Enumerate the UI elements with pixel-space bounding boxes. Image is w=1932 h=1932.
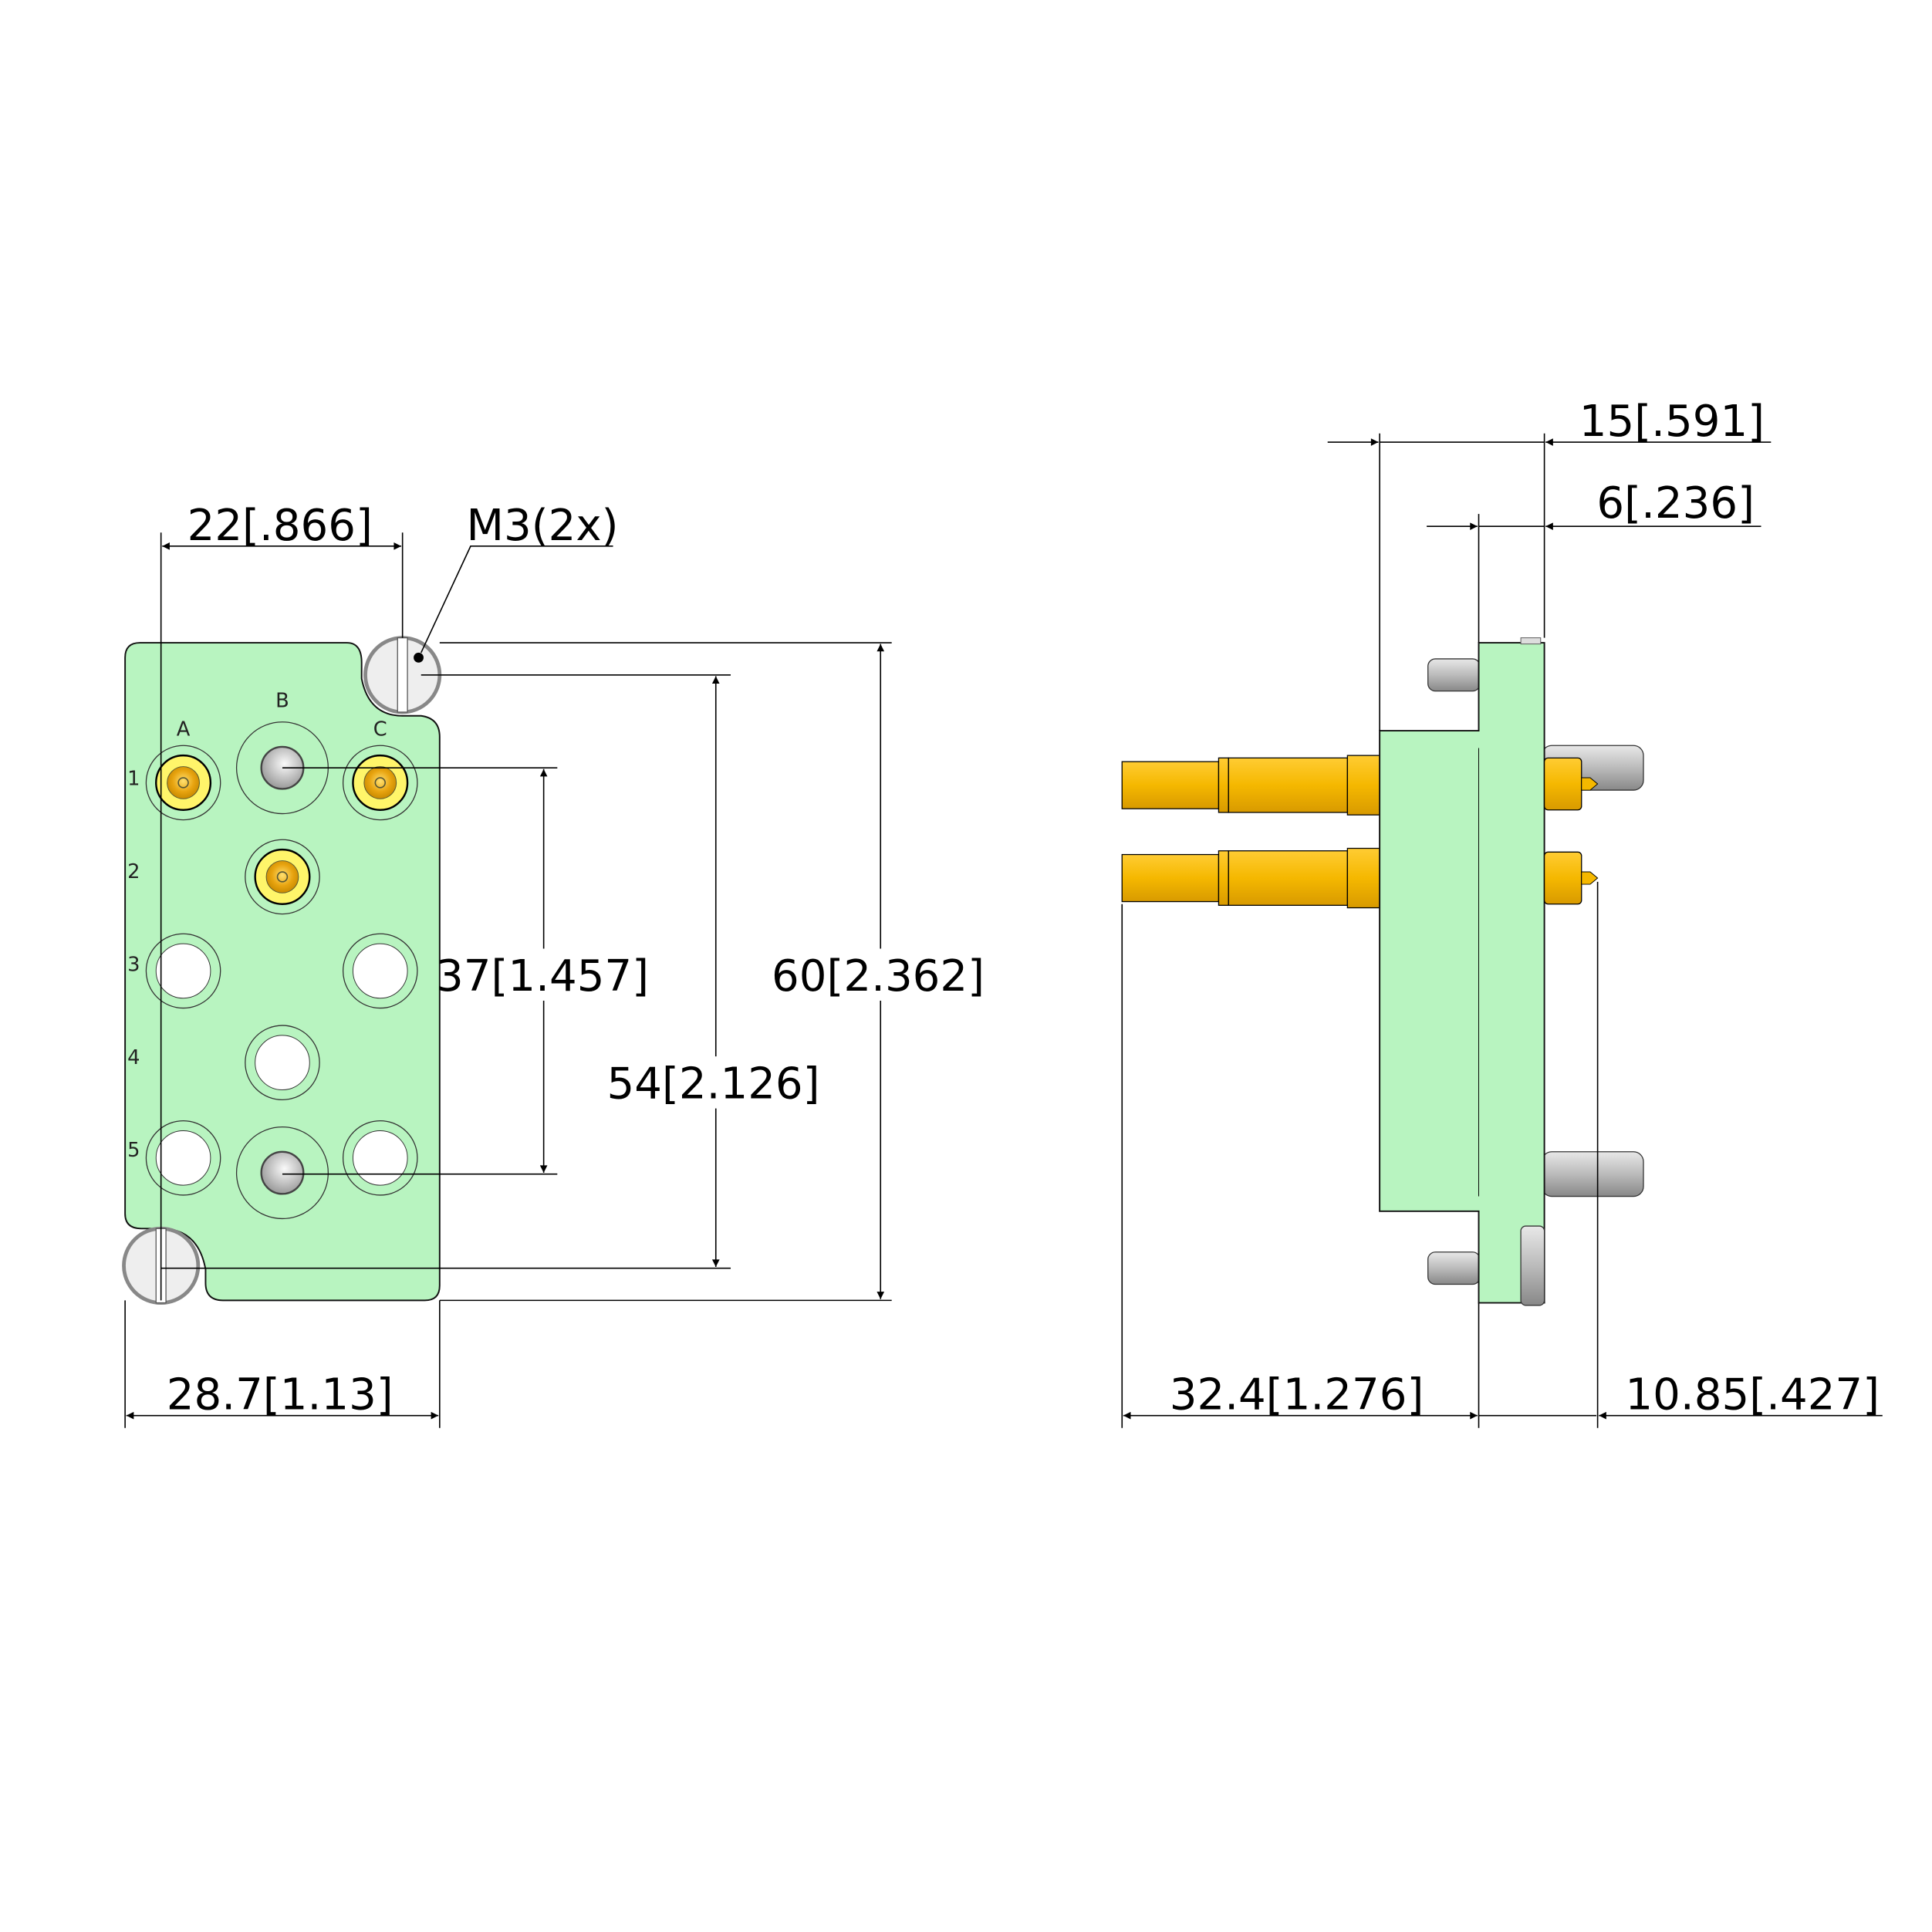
contact-c1	[342, 745, 418, 821]
dim-overall-depth: 15[.591]	[1579, 397, 1765, 447]
dim-top-width: 22[.866]	[187, 501, 373, 551]
column-label-c: C	[373, 718, 387, 741]
screw-head-side	[1520, 1225, 1545, 1306]
row-label-2: 2	[127, 860, 140, 883]
front-contacts	[1543, 757, 1599, 905]
dim-mount-spacing: 54[2.126]	[607, 1059, 820, 1110]
dim-pin-spacing: 37[1.457]	[436, 951, 649, 1001]
contact-a1	[145, 745, 221, 821]
cavity-a5	[145, 1120, 221, 1196]
column-label-a: A	[177, 718, 191, 741]
cavity-b4	[245, 1025, 320, 1100]
front-view: A B C 1 2 3 4 5	[122, 501, 985, 1428]
dim-rear-length: 32.4[1.276]	[1170, 1370, 1424, 1420]
row-label-3: 3	[127, 953, 140, 976]
column-label-b: B	[275, 690, 289, 713]
side-view: 15[.591] 6[.236] 32.4[1.276] 10.85[.427]	[1121, 397, 1883, 1428]
side-dimension-lines	[1121, 433, 1883, 1428]
cavity-c5	[342, 1120, 418, 1196]
row-label-1: 1	[127, 768, 140, 791]
dim-total-height: 60[2.362]	[772, 951, 985, 1001]
cavity-c3	[342, 933, 418, 1009]
connector-plate	[124, 642, 441, 1302]
callout-m3: M3(2x)	[467, 501, 619, 551]
housing-side	[1379, 642, 1545, 1304]
cavity-a3	[145, 933, 221, 1009]
dim-front-length: 10.85[.427]	[1625, 1370, 1880, 1420]
dim-flange-depth: 6[.236]	[1596, 478, 1755, 529]
contact-b2	[245, 839, 320, 915]
row-label-4: 4	[127, 1046, 140, 1069]
dim-bottom-width: 28.7[1.13]	[167, 1370, 393, 1420]
guide-pins-side	[1427, 658, 1644, 1285]
guide-pin-b5	[235, 1126, 329, 1220]
row-label-5: 5	[127, 1139, 140, 1162]
rear-contacts	[1121, 755, 1380, 909]
